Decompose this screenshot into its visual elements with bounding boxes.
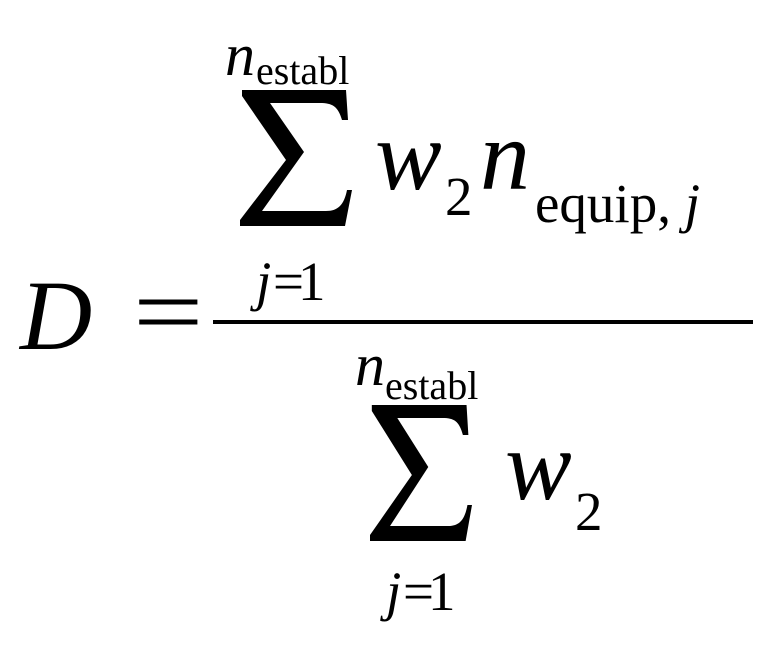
num-summation-icon (240, 90, 352, 226)
num-upper-limit-var: n (225, 22, 255, 88)
num-upper-limit-sub: establ (256, 48, 350, 93)
num-count-sub: equip, j (535, 176, 700, 231)
den-lower-limit-var: j (386, 561, 401, 622)
num-lower-limit-var: j (256, 251, 271, 312)
den-upper-limit-sub: establ (385, 363, 479, 408)
den-lower-limit: j =1 (386, 561, 456, 622)
den-weight-sub: 2 (575, 481, 603, 542)
num-lower-limit-rest: =1 (273, 251, 325, 312)
fraction-bar (213, 320, 753, 324)
equals-sign: = (133, 256, 204, 367)
den-summation-icon (370, 405, 472, 541)
den-weight-var: w (505, 410, 572, 521)
num-count-var: n (480, 100, 530, 211)
lhs-variable: D (20, 260, 93, 371)
num-lower-limit: j =1 (256, 251, 326, 312)
num-weight-var: w (375, 100, 442, 211)
num-count-sub-index: j (684, 173, 700, 234)
num-count-sub-text: equip, (535, 173, 671, 234)
den-lower-limit-rest: =1 (403, 561, 455, 622)
den-upper-limit-var: n (355, 332, 385, 398)
num-weight-sub: 2 (445, 166, 473, 227)
